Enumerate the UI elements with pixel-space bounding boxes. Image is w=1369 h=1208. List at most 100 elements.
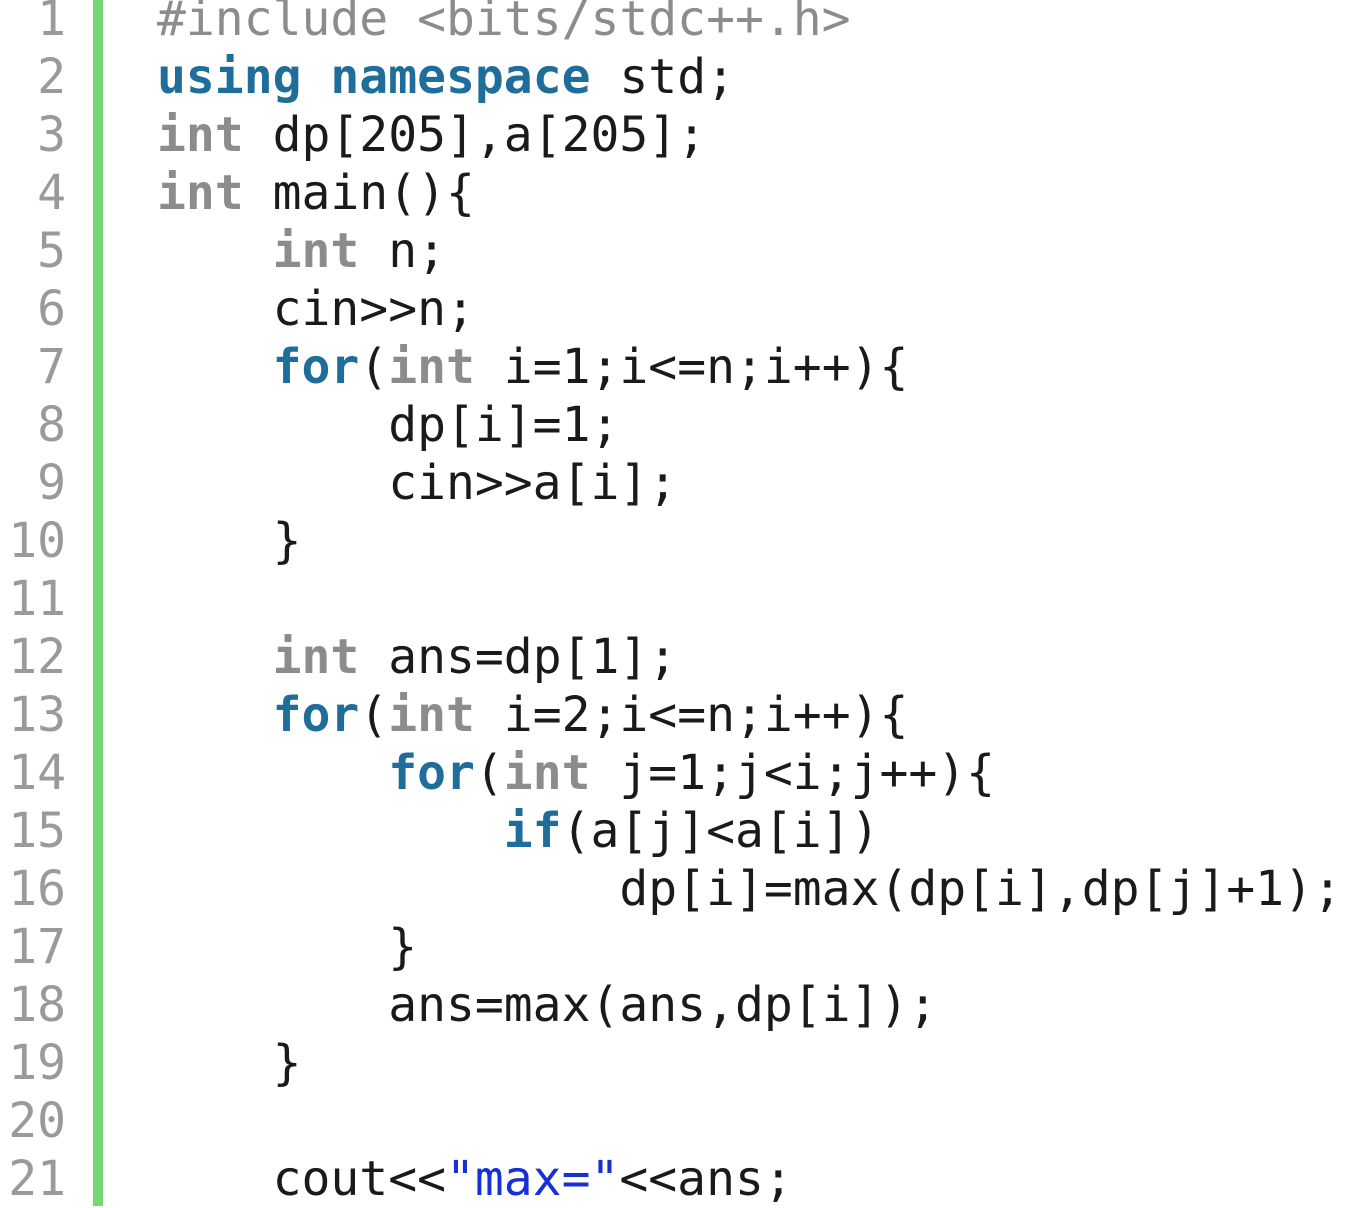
line-number: 15	[8, 803, 66, 859]
code-line[interactable]: 6 cin>>n;	[0, 280, 1369, 338]
line-number: 16	[8, 861, 66, 917]
code-line[interactable]: 2 using namespace std;	[0, 48, 1369, 106]
code-token: dp[i]=1;	[157, 397, 620, 453]
code-token	[157, 629, 273, 685]
line-number: 3	[37, 107, 66, 163]
code-token	[157, 803, 504, 859]
code-token: ans=max(ans,dp[i]);	[157, 977, 938, 1033]
code-token: ans=dp[1];	[359, 629, 678, 685]
line-number: 17	[8, 919, 66, 975]
code-token: (	[474, 745, 504, 801]
code-line[interactable]: 9 cin>>a[i];	[0, 454, 1369, 512]
line-number: 12	[8, 629, 66, 685]
code-line[interactable]: 10 }	[0, 512, 1369, 570]
code-line[interactable]: 18 ans=max(ans,dp[i]);	[0, 976, 1369, 1034]
code-text: int n;	[157, 222, 446, 280]
code-token: }	[157, 1035, 302, 1091]
code-text: int main(){	[157, 164, 475, 222]
code-token: cout<<	[157, 1151, 446, 1207]
code-text: for(int i=2;i<=n;i++){	[157, 686, 909, 744]
line-number: 9	[37, 455, 66, 511]
code-token: int	[272, 629, 360, 685]
code-text: cout<<"max="<<ans;	[157, 1150, 793, 1208]
code-line[interactable]: 16 dp[i]=max(dp[i],dp[j]+1);	[0, 860, 1369, 918]
code-line[interactable]: 8 dp[i]=1;	[0, 396, 1369, 454]
code-token: main(){	[243, 165, 475, 221]
code-text: dp[i]=1;	[157, 396, 619, 454]
code-token: dp[i]=max(dp[i],dp[j]+1);	[157, 861, 1342, 917]
code-line[interactable]: 5 int n;	[0, 222, 1369, 280]
code-token: if	[503, 803, 562, 859]
code-token	[157, 745, 388, 801]
line-number: 21	[8, 1151, 66, 1207]
line-number: 18	[8, 977, 66, 1033]
code-text: #include <bits/stdc++.h>	[157, 0, 851, 48]
line-number: 1	[37, 0, 66, 47]
code-line[interactable]: 12 int ans=dp[1];	[0, 628, 1369, 686]
code-text: cin>>n;	[157, 280, 475, 338]
code-token: int	[388, 339, 475, 395]
code-token: for	[272, 687, 360, 743]
code-text: for(int i=1;i<=n;i++){	[157, 338, 909, 396]
code-token: j=1;j<i;j++){	[590, 745, 996, 801]
code-text: }	[157, 1034, 302, 1092]
code-token: for	[272, 339, 360, 395]
code-token: <<ans;	[619, 1151, 793, 1207]
code-text: }	[157, 918, 417, 976]
code-token	[157, 223, 273, 279]
line-number: 10	[8, 513, 66, 569]
code-text: ans=max(ans,dp[i]);	[157, 976, 937, 1034]
line-number: 11	[8, 571, 66, 627]
code-token: i=1;i<=n;i++){	[474, 339, 909, 395]
line-number: 19	[8, 1035, 66, 1091]
code-token: int	[503, 745, 591, 801]
code-text: dp[i]=max(dp[i],dp[j]+1);	[157, 860, 1342, 918]
code-text: if(a[j]<a[i])	[157, 802, 880, 860]
code-token: (	[359, 339, 389, 395]
code-line[interactable]: 15 if(a[j]<a[i])	[0, 802, 1369, 860]
code-line[interactable]: 4 int main(){	[0, 164, 1369, 222]
code-token	[157, 687, 273, 743]
code-line[interactable]: 19 }	[0, 1034, 1369, 1092]
code-token: for	[388, 745, 475, 801]
code-line[interactable]: 17 }	[0, 918, 1369, 976]
gutter-change-bar	[93, 0, 103, 1206]
code-line[interactable]: 14 for(int j=1;j<i;j++){	[0, 744, 1369, 802]
line-number: 2	[37, 49, 66, 105]
code-token: int	[272, 223, 360, 279]
line-number: 4	[37, 165, 66, 221]
code-token: }	[157, 919, 418, 975]
code-line[interactable]: 1 #include <bits/stdc++.h>	[0, 0, 1369, 48]
code-token: cin>>n;	[157, 281, 475, 337]
code-line[interactable]: 13 for(int i=2;i<=n;i++){	[0, 686, 1369, 744]
code-token: "max="	[445, 1151, 620, 1207]
code-token: int	[157, 107, 244, 163]
code-token: cin>>a[i];	[157, 455, 678, 511]
code-token: using	[157, 49, 302, 105]
line-number: 14	[8, 745, 66, 801]
code-text: for(int j=1;j<i;j++){	[157, 744, 995, 802]
code-token: int	[157, 165, 244, 221]
code-line[interactable]: 21 cout<<"max="<<ans;	[0, 1150, 1369, 1208]
code-token: (	[359, 687, 389, 743]
line-number: 13	[8, 687, 66, 743]
code-token: namespace	[330, 49, 591, 105]
code-token: int	[388, 687, 475, 743]
code-text: }	[157, 512, 302, 570]
line-number: 5	[37, 223, 66, 279]
code-token: #include <bits/stdc++.h>	[157, 0, 851, 47]
code-line[interactable]: 20	[0, 1092, 1369, 1150]
line-number: 7	[37, 339, 66, 395]
line-number: 20	[8, 1093, 66, 1149]
code-line[interactable]: 7 for(int i=1;i<=n;i++){	[0, 338, 1369, 396]
code-text: using namespace std;	[157, 48, 735, 106]
code-text: int ans=dp[1];	[157, 628, 678, 686]
code-token	[302, 49, 331, 105]
code-line[interactable]: 11	[0, 570, 1369, 628]
code-text: cin>>a[i];	[157, 454, 677, 512]
code-token: std;	[590, 49, 735, 105]
code-token: dp[205],a[205];	[243, 107, 707, 163]
code-token: n;	[359, 223, 446, 279]
code-line[interactable]: 3 int dp[205],a[205];	[0, 106, 1369, 164]
